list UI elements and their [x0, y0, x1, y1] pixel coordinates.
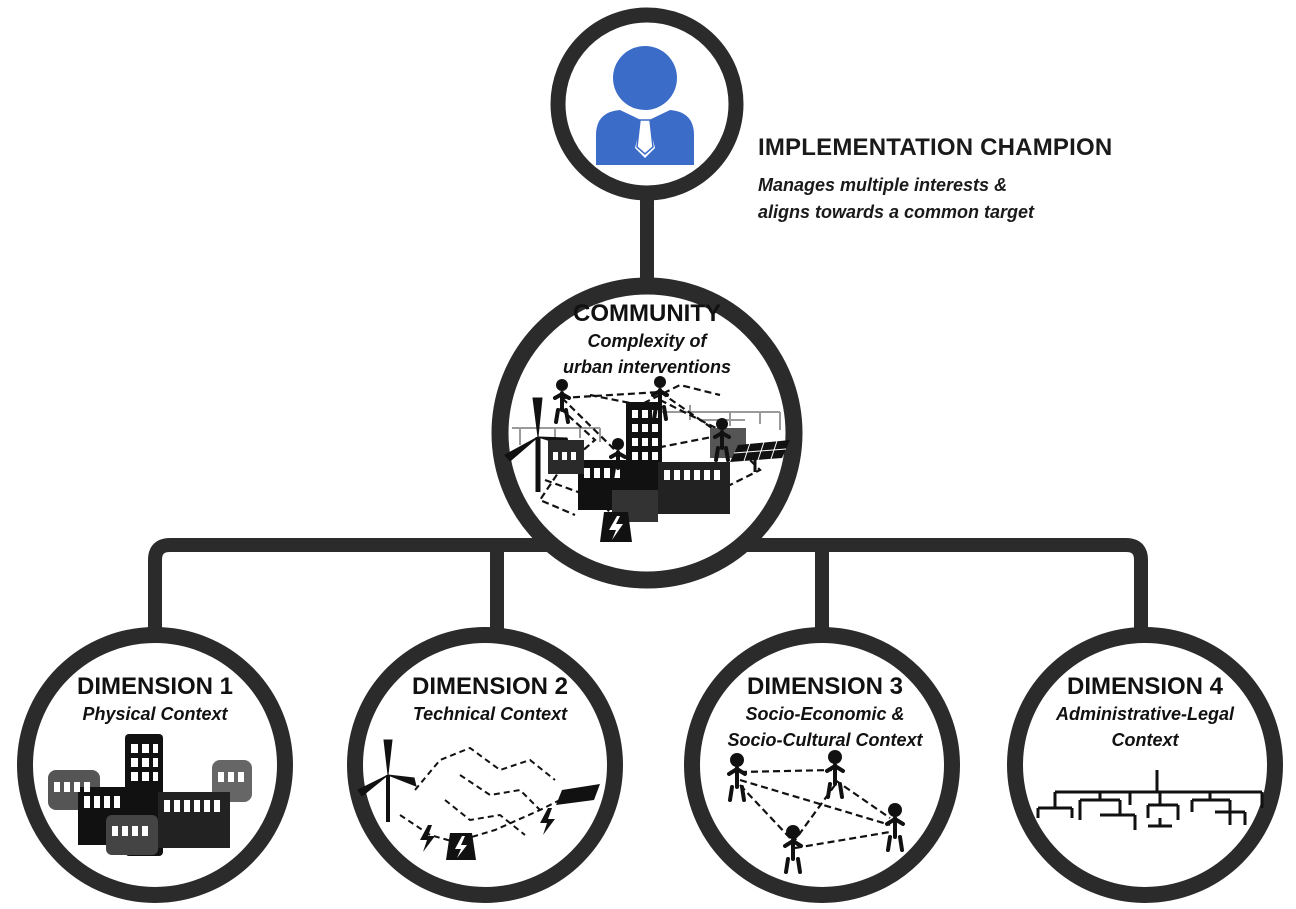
community-title: COMMUNITY — [573, 300, 721, 327]
dimension-2-title: DIMENSION 2 — [411, 673, 569, 700]
dimension-3-sub-line1: Socio-Economic & — [745, 704, 905, 724]
community-label: COMMUNITY Complexity of urban interventi… — [527, 300, 767, 380]
dimension-2-circle — [347, 627, 623, 903]
buildings-icon — [48, 734, 252, 856]
energy-network-icon — [357, 739, 600, 860]
dimension-4-title: DIMENSION 4 — [1066, 673, 1224, 700]
dimension-1-label: DIMENSION 1 Physical Context — [40, 673, 270, 727]
dimension-3-title: DIMENSION 3 — [746, 673, 904, 700]
community-sub-line2: urban interventions — [562, 357, 732, 377]
dimension-1-title: DIMENSION 1 — [76, 673, 234, 700]
dimension-2-label: DIMENSION 2 Technical Context — [375, 673, 605, 727]
person-with-tie-icon — [596, 46, 694, 165]
dimension-3-sub-line2: Socio-Cultural Context — [727, 730, 923, 750]
champion-title: IMPLEMENTATION CHAMPION — [758, 134, 1113, 161]
champion-desc-line2: aligns towards a common target — [758, 202, 1035, 222]
urban-complexity-illustration — [504, 376, 790, 542]
champion-description: Manages multiple interests & aligns towa… — [758, 172, 1218, 226]
community-sub-line1: Complexity of — [587, 331, 707, 351]
hierarchy-tree-icon — [1036, 770, 1264, 830]
dimension-4-sub-line1: Administrative-Legal — [1055, 704, 1235, 724]
dimension-3-label: DIMENSION 3 Socio-Economic & Socio-Cultu… — [700, 673, 950, 753]
people-network-icon — [727, 750, 905, 874]
dimension-3-circle — [684, 627, 960, 903]
dimension-4-sub-line2: Context — [1111, 730, 1179, 750]
dimension-4-label: DIMENSION 4 Administrative-Legal Context — [1030, 673, 1260, 753]
champion-label: IMPLEMENTATION CHAMPION Manages multiple… — [758, 134, 1218, 226]
champion-desc-line1: Manages multiple interests & — [758, 175, 1008, 195]
dimension-1-sub-line1: Physical Context — [82, 704, 228, 724]
dimension-2-sub-line1: Technical Context — [412, 704, 568, 724]
dimension-4-circle — [1007, 627, 1283, 903]
